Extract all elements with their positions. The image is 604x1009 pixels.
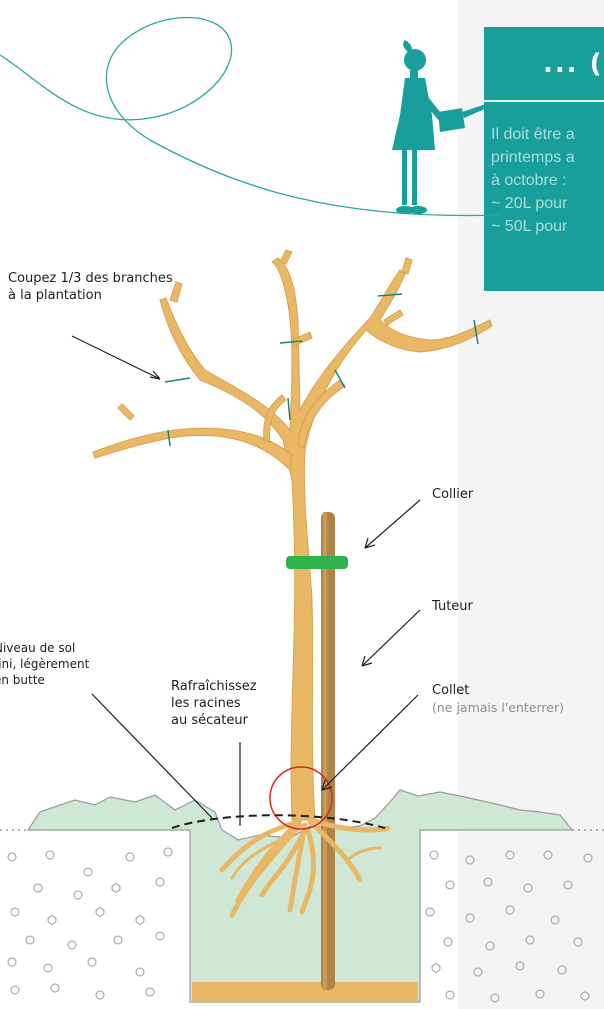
label-root-collar-title: Collet: [432, 682, 564, 699]
label-soil-level: Niveau de sol fini, légèrement en butte: [0, 640, 89, 688]
label-root-collar-note: (ne jamais l'enterrer): [432, 699, 564, 716]
label-collar: Collier: [432, 486, 473, 503]
label-soil-line-3: en butte: [0, 672, 89, 688]
label-refresh-line-1: Rafraîchissez: [171, 678, 257, 695]
label-prune-line-2: à la plantation: [8, 287, 173, 304]
cut-marks: [165, 294, 478, 446]
label-stake: Tuteur: [432, 598, 473, 615]
label-soil-line-1: Niveau de sol: [0, 640, 89, 656]
tree: [93, 250, 492, 820]
label-prune-line-1: Coupez 1/3 des branches: [8, 270, 173, 287]
gardener-icon: [392, 40, 487, 214]
label-refresh-roots: Rafraîchissez les racines au sécateur: [171, 678, 257, 729]
label-refresh-line-3: au sécateur: [171, 712, 257, 729]
label-refresh-line-2: les racines: [171, 695, 257, 712]
collar-band: [286, 556, 348, 569]
label-root-collar: Collet (ne jamais l'enterrer): [432, 682, 564, 716]
hole-bottom-wood: [192, 982, 418, 1002]
label-soil-line-2: fini, légèrement: [0, 656, 89, 672]
label-prune-branches: Coupez 1/3 des branches à la plantation: [8, 270, 173, 304]
